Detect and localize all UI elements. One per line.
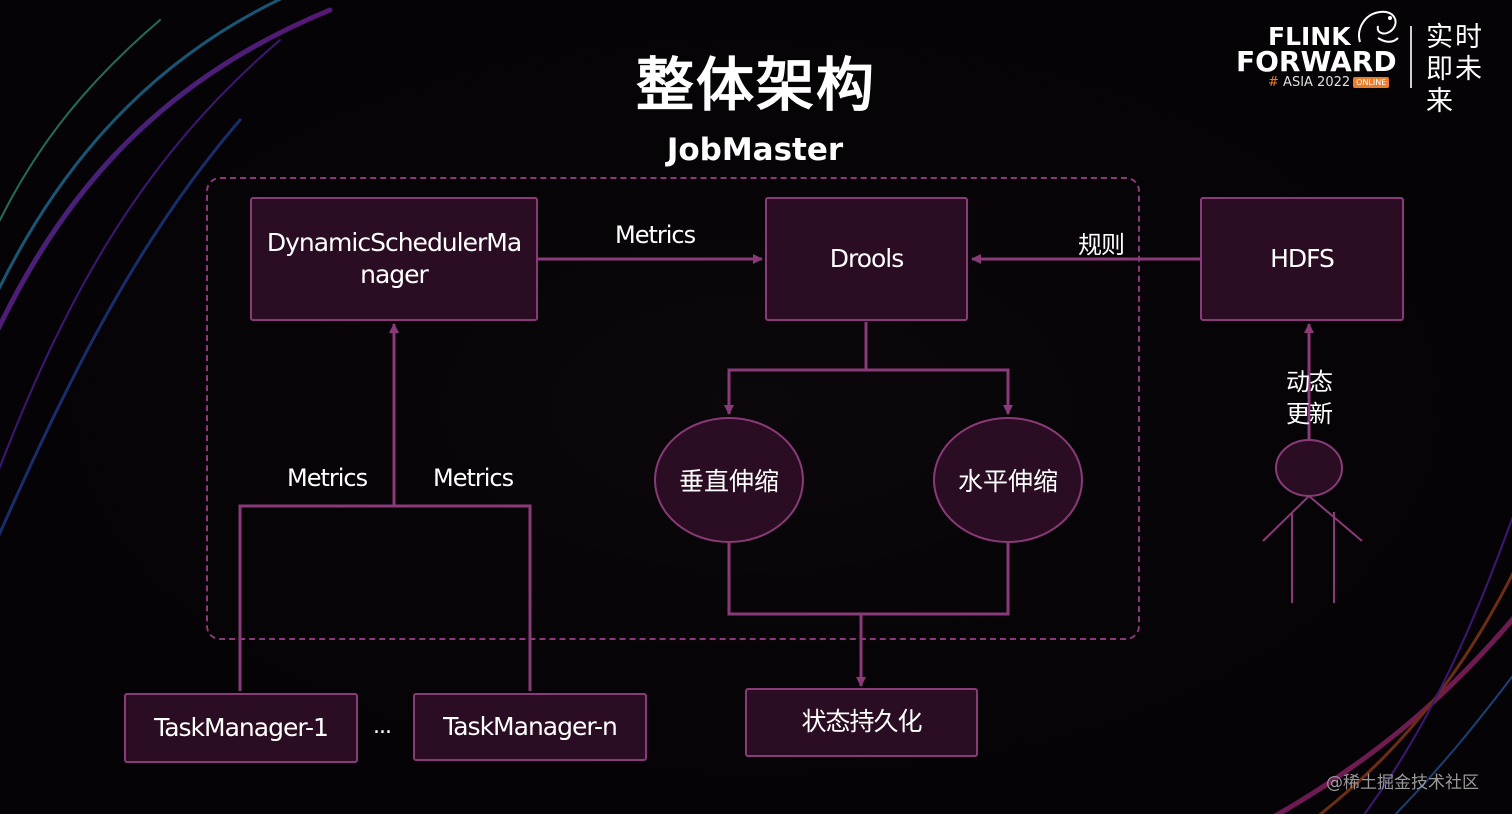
- taskmanager-n-node: TaskManager-n: [413, 693, 647, 761]
- logo-divider: [1410, 26, 1412, 88]
- state-persistence-label: 状态持久化: [801, 707, 922, 737]
- squirrel-icon: [1358, 10, 1399, 43]
- edge-label-rules: 规则: [1078, 231, 1125, 259]
- taskmanager-1-label: TaskManager-1: [154, 712, 329, 742]
- logo-tagline: 实时即未来: [1426, 22, 1484, 117]
- page-title: 整体架构: [635, 51, 876, 119]
- watermark: @稀土掘金技术社区: [1326, 773, 1479, 793]
- logo-flink-text: FLINK: [1268, 22, 1351, 51]
- jobmaster-boundary: [206, 177, 1140, 640]
- logo-event-name: ASIA 2022: [1283, 75, 1351, 90]
- drools-label: Drools: [829, 243, 905, 273]
- edge-label-metrics-top: Metrics: [615, 221, 696, 249]
- edge-label-metrics-right: Metrics: [433, 464, 514, 492]
- horizontal-scaling-node: 水平伸缩: [933, 417, 1083, 543]
- edge-taskn: [394, 504, 532, 691]
- taskmanager-ellipsis: ...: [373, 714, 392, 739]
- dynamic-scheduler-manager-node: DynamicSchedulerManager: [250, 197, 538, 321]
- logo-hash: #: [1268, 75, 1279, 90]
- vertical-scaling-label: 垂直伸缩: [678, 467, 779, 496]
- logo-online-badge: ONLINE: [1353, 77, 1390, 88]
- edge-to-vertical: [724, 368, 866, 415]
- vertical-scaling-node: 垂直伸缩: [654, 417, 804, 543]
- edge-label-metrics-left: Metrics: [287, 464, 368, 492]
- hdfs-label: HDFS: [1270, 243, 1335, 273]
- user-icon: [1262, 439, 1363, 603]
- dynamic-scheduler-manager-label: DynamicSchedulerManager: [266, 227, 522, 290]
- taskmanager-1-node: TaskManager-1: [124, 693, 358, 763]
- jobmaster-label: JobMaster: [666, 132, 844, 168]
- edge-label-dynamic-update: 动态更新: [1286, 368, 1333, 428]
- drools-node: Drools: [765, 197, 968, 321]
- edge-horizontal-merge: [861, 543, 1010, 616]
- state-persistence-node: 状态持久化: [745, 688, 978, 757]
- horizontal-scaling-label: 水平伸缩: [957, 467, 1058, 496]
- logo-forward-text: FORWARD: [1236, 45, 1397, 78]
- edge-task1: [238, 504, 394, 691]
- taskmanager-n-label: TaskManager-n: [443, 711, 618, 741]
- hdfs-node: HDFS: [1200, 197, 1404, 321]
- edge-to-horizontal: [866, 368, 1013, 415]
- edge-vertical-merge: [727, 543, 861, 616]
